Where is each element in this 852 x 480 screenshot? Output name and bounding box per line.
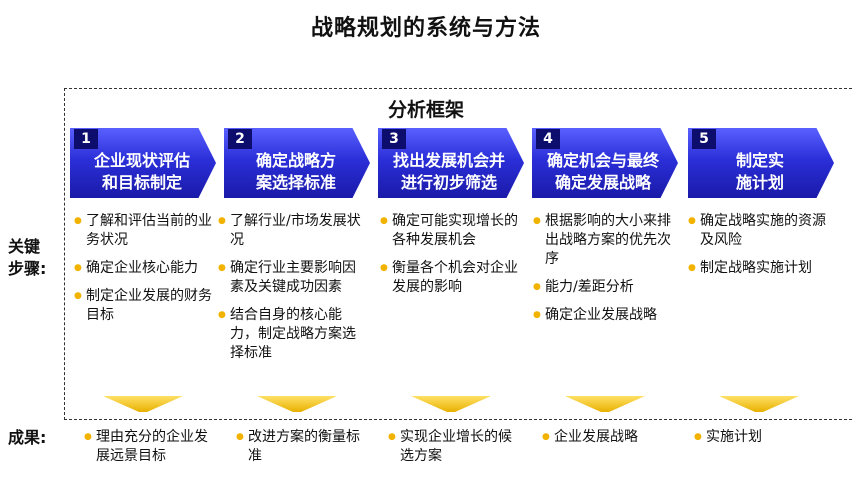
step-1-bullet: 制定企业发展的财务目标	[74, 287, 214, 325]
step-5-bullets: 确定战略实施的资源及风险 制定战略实施计划	[688, 212, 828, 287]
step-5-title: 制定实 施计划	[735, 151, 784, 192]
step-2-title: 确定战略方 案选择标准	[255, 151, 336, 192]
step-4-bullets: 根据影响的大小来排出战略方案的优先次序 能力/差距分析 确定企业发展战略	[533, 212, 673, 334]
step-3-title: 找出发展机会并 进行初步筛选	[392, 151, 505, 192]
key-steps-label: 关键 步骤:	[8, 237, 47, 278]
step-4-bullet: 根据影响的大小来排出战略方案的优先次序	[533, 212, 673, 269]
results-label: 成果:	[8, 428, 47, 447]
step-1-title: 企业现状评估 和目标制定	[93, 151, 190, 192]
step-3-bullet: 衡量各个机会对企业发展的影响	[380, 259, 520, 297]
frame-title: 分析框架	[387, 99, 464, 121]
step-1-bullet: 了解和评估当前的业务状况	[74, 212, 214, 250]
step-2-bullet: 结合自身的核心能力，制定战略方案选择标准	[218, 306, 368, 363]
step-1-bullets: 了解和评估当前的业务状况 确定企业核心能力 制定企业发展的财务目标	[74, 212, 214, 334]
step-1-number: 1	[74, 129, 98, 149]
step-2-bullets: 了解行业/市场发展状况 确定行业主要影响因素及关键成功因素 结合自身的核心能力，…	[218, 212, 368, 372]
step-2-result: 改进方案的衡量标准	[236, 428, 366, 466]
step-3-bullets: 确定可能实现增长的各种发展机会 衡量各个机会对企业发展的影响	[380, 212, 520, 306]
step-1-bullet: 确定企业核心能力	[74, 259, 214, 278]
step-3-number: 3	[382, 129, 406, 149]
step-2-bullet: 了解行业/市场发展状况	[218, 212, 368, 250]
step-5-result: 实施计划	[694, 428, 824, 447]
step-4-bullet: 确定企业发展战略	[533, 306, 673, 325]
analysis-frame	[64, 88, 852, 420]
step-5-number: 5	[692, 129, 716, 149]
step-3-bullet: 确定可能实现增长的各种发展机会	[380, 212, 520, 250]
step-2-number: 2	[228, 129, 252, 149]
step-4-result: 企业发展战略	[542, 428, 672, 447]
step-1-result: 理由充分的企业发展远景目标	[84, 428, 214, 466]
step-5-bullet: 制定战略实施计划	[688, 259, 828, 278]
page-title: 战略规划的系统与方法	[310, 16, 541, 41]
step-4-bullet: 能力/差距分析	[533, 278, 673, 297]
step-5-bullet: 确定战略实施的资源及风险	[688, 212, 828, 250]
step-4-title: 确定机会与最终 确定发展战略	[546, 151, 659, 192]
step-4-number: 4	[536, 129, 560, 149]
step-2-bullet: 确定行业主要影响因素及关键成功因素	[218, 259, 368, 297]
step-3-result: 实现企业增长的候选方案	[388, 428, 518, 466]
